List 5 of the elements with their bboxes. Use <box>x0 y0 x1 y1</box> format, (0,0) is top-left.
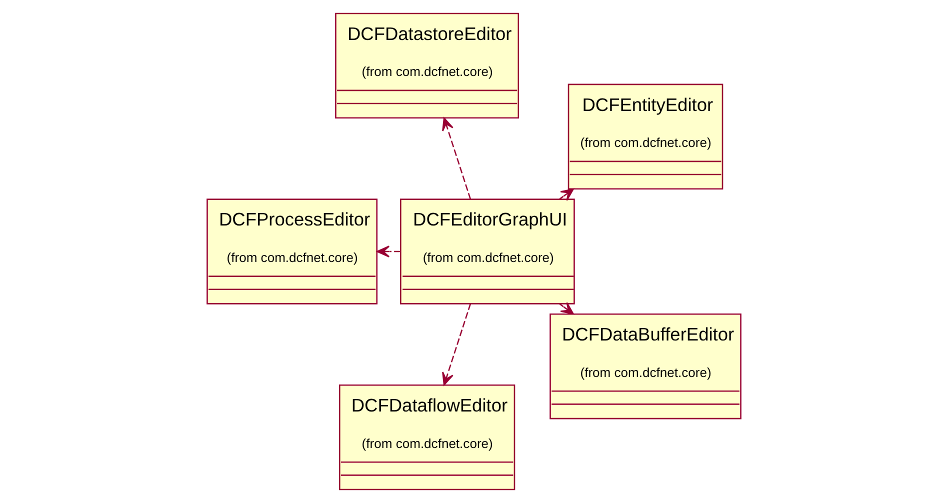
arrow <box>442 304 472 386</box>
arrow <box>376 246 401 258</box>
arrow <box>442 118 472 200</box>
arrow <box>559 188 574 201</box>
arrow <box>559 302 574 314</box>
